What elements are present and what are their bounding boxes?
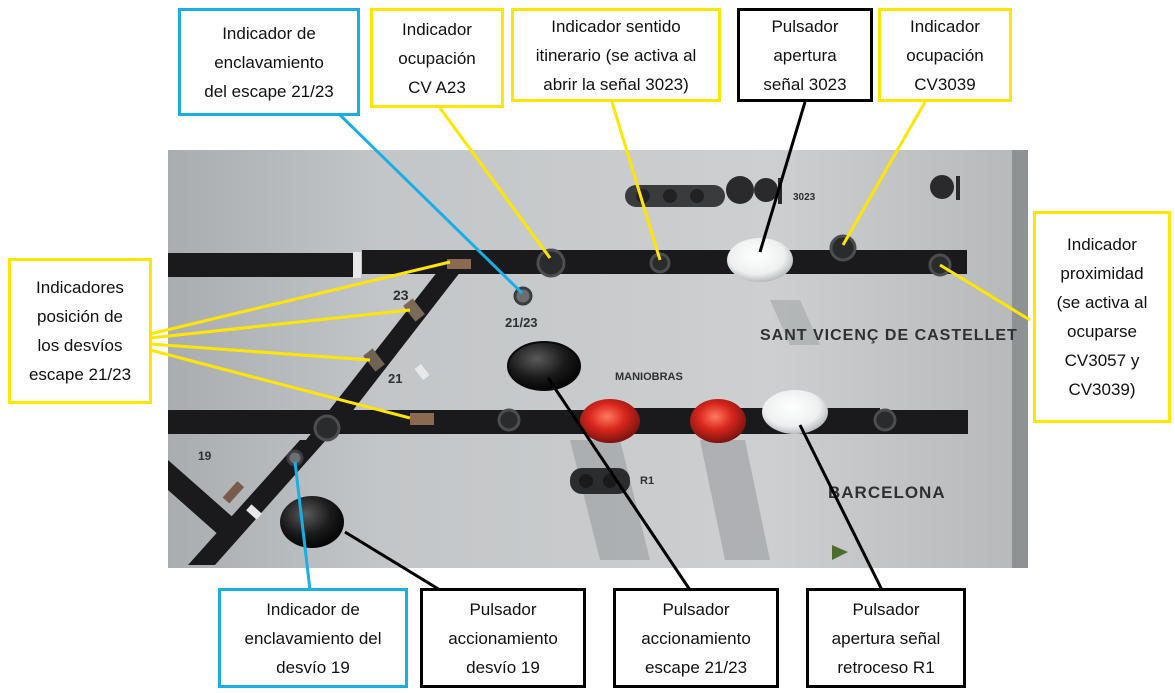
- leader-escape-button: [546, 377, 692, 591]
- red-lamp-1: [580, 399, 640, 443]
- signal-3023-symbol: [625, 176, 782, 207]
- switch-position-lamp: [363, 348, 385, 372]
- leader-switch-pos-2: [149, 308, 411, 340]
- track-crossover-21-23: [306, 262, 468, 440]
- lower-left-lamp: [313, 414, 341, 442]
- lower-track-lamp: [497, 408, 521, 432]
- leader-lines: [149, 101, 1031, 592]
- label-escape-21-23-button: Pulsador accionamiento escape 21/23: [613, 588, 779, 688]
- button-shadow: [700, 440, 770, 560]
- switch-19-button: [280, 496, 344, 548]
- leader-cv-a23: [438, 107, 552, 259]
- leader-switch-pos-4: [149, 348, 411, 420]
- track-upper-left: [168, 253, 353, 277]
- lower-track-lamp: [873, 408, 897, 432]
- label-route-direction-indicator: Indicador sentido itinerario (se activa …: [511, 8, 721, 102]
- panel-text-barcelona: BARCELONA: [828, 483, 946, 502]
- switch-position-lamp: [222, 481, 245, 504]
- label-switch-19-lock-indicator: Indicador de enclavamiento del desvío 19: [218, 588, 408, 688]
- switch-position-lamp: [447, 259, 471, 269]
- track-branch-lower: [168, 460, 245, 545]
- track-joint: [353, 252, 361, 278]
- indicator-route-direction-lamp: [649, 252, 671, 274]
- panel-text-21-23: 21/23: [505, 315, 538, 330]
- label-signal-3023-button: Pulsador apertura señal 3023: [737, 8, 873, 102]
- leader-switch-19-lock: [293, 461, 312, 591]
- reverse-r1-button: [762, 390, 828, 434]
- indicator-cv-a23-lamp: [536, 248, 566, 278]
- escape-21-23-button: [507, 341, 581, 391]
- panel-text-21: 21: [388, 371, 402, 386]
- indicator-cv3039-lamp: [829, 234, 857, 262]
- small-triangle-mark: [832, 545, 848, 560]
- label-switch-position-indicators: Indicadores posición de los desvíos esca…: [8, 258, 152, 404]
- label-cv3039-indicator: Indicador ocupación CV3039: [878, 8, 1012, 102]
- leader-reverse-r1: [798, 424, 884, 591]
- track-lamps: [313, 234, 952, 442]
- red-lamp-2: [690, 399, 746, 443]
- panel-right-frame: [1012, 150, 1028, 568]
- label-escape-lock-indicator: Indicador de enclavamiento del escape 21…: [178, 8, 360, 116]
- panel-text-maniobras: MANIOBRAS: [615, 371, 683, 383]
- leader-switch-19-button: [344, 530, 441, 592]
- leader-switch-pos-1: [149, 260, 451, 336]
- switch-position-lamp: [403, 298, 425, 322]
- label-reverse-signal-r1-button: Pulsador apertura señal retroceso R1: [806, 588, 966, 688]
- panel-text-23: 23: [393, 287, 409, 303]
- leader-switch-pos-3: [149, 342, 371, 362]
- leader-cv3039: [841, 101, 927, 246]
- panel-text-19: 19: [198, 449, 212, 463]
- panel-text-3023: 3023: [793, 192, 816, 203]
- leader-escape-lock: [336, 111, 524, 295]
- track-joint: [414, 364, 430, 380]
- label-cv-a23-indicator: Indicador ocupación CV A23: [370, 8, 504, 108]
- signal-3057-symbol: [930, 175, 960, 200]
- leader-route-direction: [610, 101, 662, 261]
- signal-r1-symbol: [570, 468, 630, 494]
- panel-text-station: SANT VICENÇ DE CASTELLET: [760, 327, 1018, 344]
- label-proximity-indicator: Indicador proximidad (se activa al ocupa…: [1033, 211, 1171, 423]
- panel-text-r1: R1: [640, 475, 654, 487]
- signal-3023-button: [727, 238, 793, 282]
- leader-proximity: [939, 263, 1031, 322]
- label-switch-19-button: Pulsador accionamiento desvío 19: [420, 588, 586, 688]
- button-shadow: [770, 300, 820, 345]
- leader-signal-3023: [758, 101, 807, 253]
- switch-position-lamp: [410, 413, 434, 425]
- track-joint: [246, 504, 262, 520]
